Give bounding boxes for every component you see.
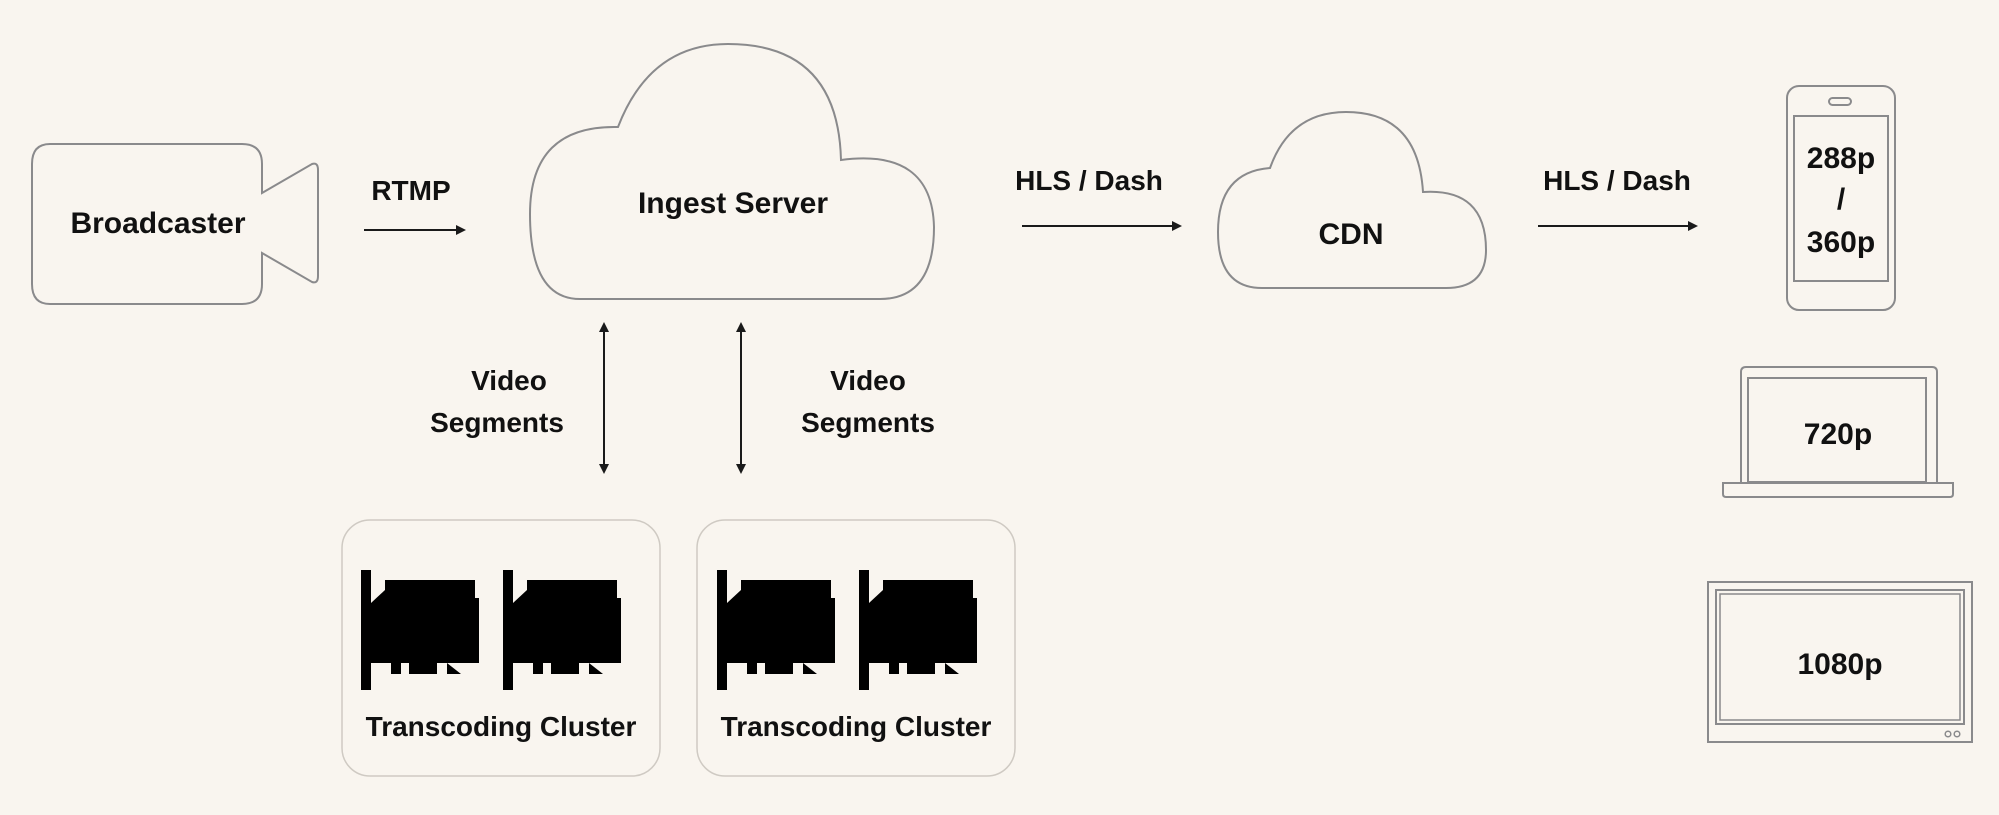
tv-screen-outer — [1715, 589, 1965, 725]
broadcaster-node[interactable]: Broadcaster — [31, 143, 319, 305]
tv-screen-inner — [1719, 593, 1961, 721]
smartphone-speaker — [1828, 97, 1852, 106]
cloud-icon — [528, 42, 936, 300]
segments-label-line1: Video — [471, 365, 547, 396]
transcoding-cluster-2[interactable]: Transcoding Cluster — [696, 519, 1016, 777]
rtmp-label: RTMP — [371, 175, 450, 206]
cdn-label: CDN — [1319, 218, 1384, 251]
rtmp-edge: RTMP — [364, 175, 466, 235]
segments-label-line2: Segments — [801, 407, 935, 438]
segments-label-line2: Segments — [430, 407, 564, 438]
ingest-server-node[interactable]: Ingest Server — [528, 42, 936, 300]
laptop-resolution: 720p — [1804, 418, 1872, 451]
ingest-to-cdn-edge: HLS / Dash — [1015, 165, 1182, 231]
tv-device[interactable]: 1080p — [1707, 581, 1973, 743]
tv-button — [1944, 730, 1952, 738]
smartphone-device[interactable]: 288p / 360p — [1786, 85, 1896, 311]
cdn-to-devices-edge: HLS / Dash — [1538, 165, 1698, 231]
laptop-base — [1722, 482, 1954, 498]
phone-resolution-high: 360p — [1807, 226, 1875, 259]
ingest-server-label: Ingest Server — [638, 187, 828, 220]
transcoding-cluster-1[interactable]: Transcoding Cluster — [341, 519, 661, 777]
cluster-label: Transcoding Cluster — [366, 711, 637, 742]
video-segments-edge-2: Video Segments — [736, 322, 935, 474]
phone-resolution-separator: / — [1837, 183, 1846, 216]
video-segments-edge-1: Video Segments — [430, 322, 609, 474]
cluster-label: Transcoding Cluster — [721, 711, 992, 742]
cdn-node[interactable]: CDN — [1216, 110, 1488, 289]
video-camera-icon — [31, 143, 319, 305]
phone-resolution-low: 288p — [1807, 142, 1875, 175]
laptop-device[interactable]: 720p — [1722, 366, 1954, 498]
segments-label-line1: Video — [830, 365, 906, 396]
tv-resolution: 1080p — [1797, 648, 1882, 681]
hls-dash-label-2: HLS / Dash — [1543, 165, 1691, 196]
laptop-icon — [1740, 366, 1938, 483]
tv-button — [1953, 730, 1961, 738]
hls-dash-label-1: HLS / Dash — [1015, 165, 1163, 196]
cloud-icon — [1216, 110, 1488, 289]
broadcaster-label: Broadcaster — [70, 207, 245, 240]
smartphone-icon — [1786, 85, 1896, 311]
smartphone-screen — [1793, 115, 1889, 282]
tv-icon — [1707, 581, 1973, 743]
